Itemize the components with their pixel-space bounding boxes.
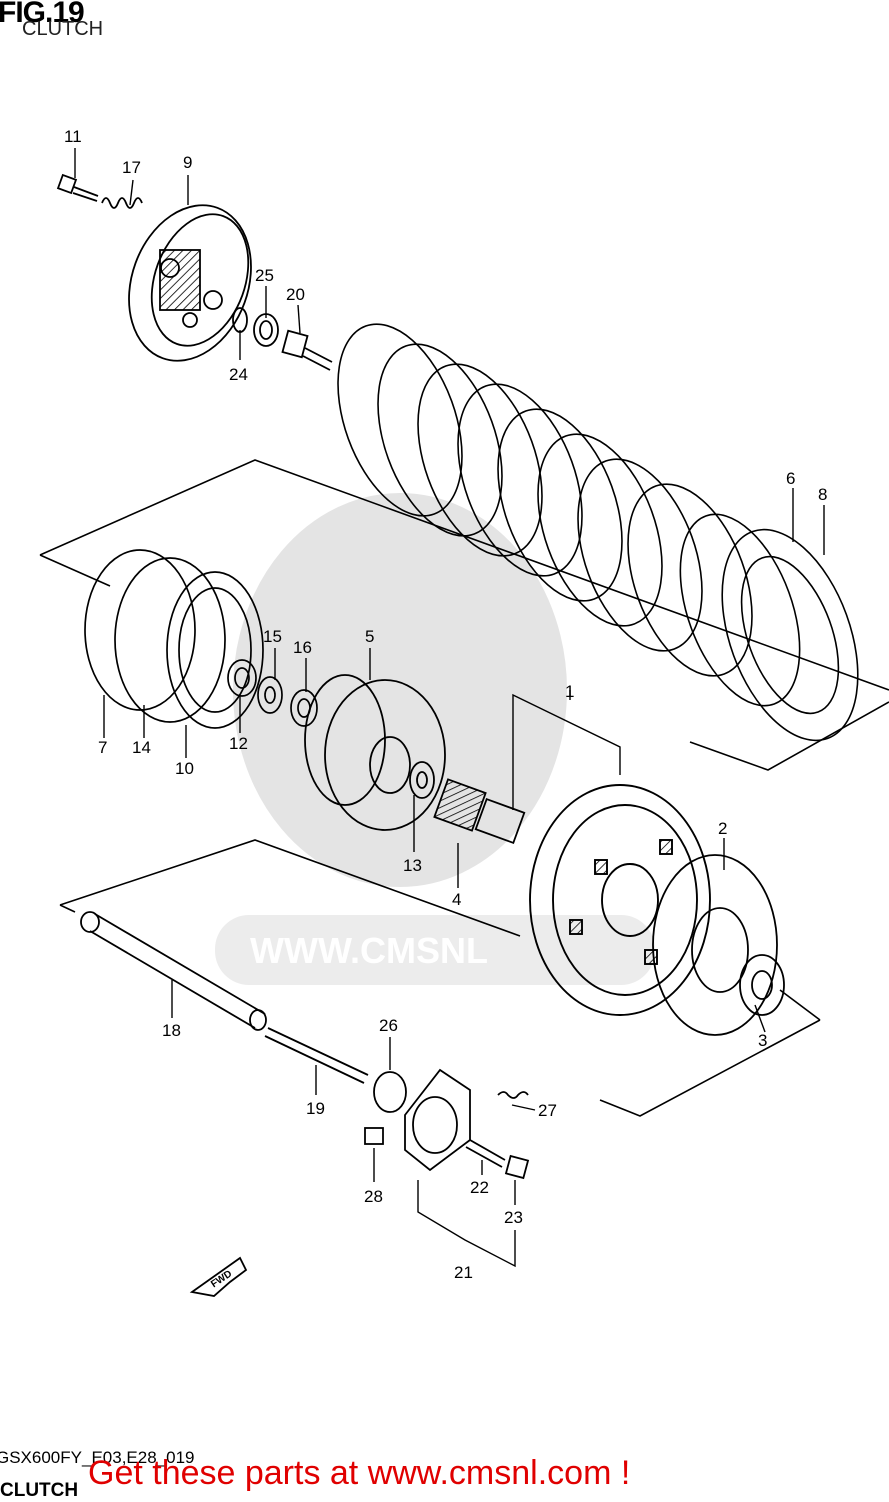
oil-pump-gear-and-washer [652,854,785,1036]
watermark: WWW.CMSNL [215,493,655,985]
callout-20: 20 [286,285,305,304]
callout-7: 7 [98,738,107,757]
figure-title: FIG.19 [0,0,85,29]
callout-labels: 11 17 9 25 20 24 6 8 15 16 5 1 7 14 12 1… [64,127,827,1282]
sleeve-hub [304,674,446,831]
assembly-frames [39,459,889,1117]
clutch-housing [529,784,711,1016]
callout-24: 24 [229,365,248,384]
callout-12: 12 [229,734,248,753]
callout-3: 3 [758,1031,767,1050]
footer-subtitle: CLUTCH [0,1480,79,1501]
clutch-plate-stack [337,323,859,742]
callout-4: 4 [452,890,461,909]
callout-23: 23 [504,1208,523,1227]
callout-26: 26 [379,1016,398,1035]
pressure-plate [128,204,252,362]
callout-11: 11 [64,127,82,146]
callout-14: 14 [132,738,151,757]
callout-28: 28 [364,1187,383,1206]
callout-10: 10 [175,759,194,778]
spring-seat-group [84,549,264,729]
callout-22: 22 [470,1178,489,1197]
callout-6: 6 [786,469,795,488]
callout-9: 9 [183,153,192,172]
callout-27: 27 [538,1101,557,1120]
callout-15: 15 [263,627,282,646]
callout-8: 8 [818,485,827,504]
fwd-arrow-icon: FWD [189,1256,248,1297]
callout-1: 1 [565,682,574,701]
figure-subtitle: CLUTCH [22,18,104,40]
push-rods [80,911,369,1084]
spacer-bearing-group [409,761,526,845]
release-assembly [364,1068,530,1180]
callout-13: 13 [403,856,422,875]
promo-link[interactable]: Get these parts at www.cmsnl.com ! [88,1454,631,1492]
leader-lines [74,148,825,1268]
callout-5: 5 [365,627,374,646]
bolt-and-spring [56,173,143,209]
release-bearing-group [232,307,333,371]
callout-16: 16 [293,638,312,657]
callout-19: 19 [306,1099,325,1118]
model-code: GSX600FY_E03,E28_019 [0,1448,195,1467]
callout-18: 18 [162,1021,181,1040]
callout-25: 25 [255,266,274,285]
callout-17: 17 [122,158,141,177]
callout-21: 21 [454,1263,473,1282]
watermark-text: WWW.CMSNL [250,930,488,971]
callout-2: 2 [718,819,727,838]
